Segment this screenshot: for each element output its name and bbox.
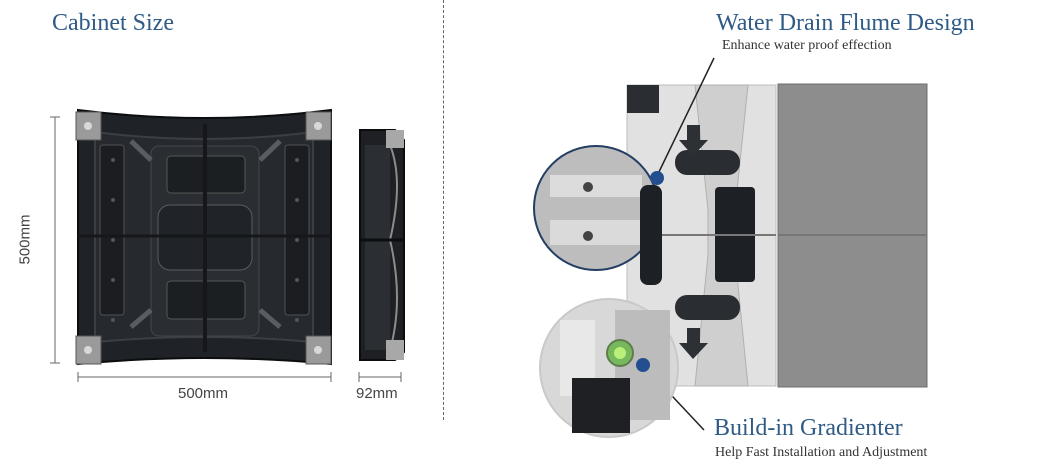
grey-panel-face [777,83,928,388]
gradienter-subtitle: Help Fast Installation and Adjustment [715,445,928,460]
water-drain-title: Water Drain Flume Design [716,10,975,36]
width-dimension-line [77,372,332,382]
water-drain-subtitle: Enhance water proof effection [722,38,892,53]
depth-dimension-label: 92mm [356,385,398,402]
cabinet-side-view [359,129,405,361]
water-drain-diagram [533,57,928,438]
water-drain-callout [533,57,715,285]
width-dimension-label: 500mm [178,385,229,402]
down-arrow-icon [679,125,708,156]
cabinet-size-diagram [50,108,405,382]
depth-dimension-line [358,372,402,382]
gradienter-callout [539,298,705,438]
gradienter-title: Build-in Gradienter [714,415,903,441]
section-divider [443,0,444,420]
height-dimension-line [50,116,60,364]
down-arrow-icon [679,328,708,359]
cabinet-front-view [75,108,332,366]
cabinet-size-title: Cabinet Size [52,10,174,36]
